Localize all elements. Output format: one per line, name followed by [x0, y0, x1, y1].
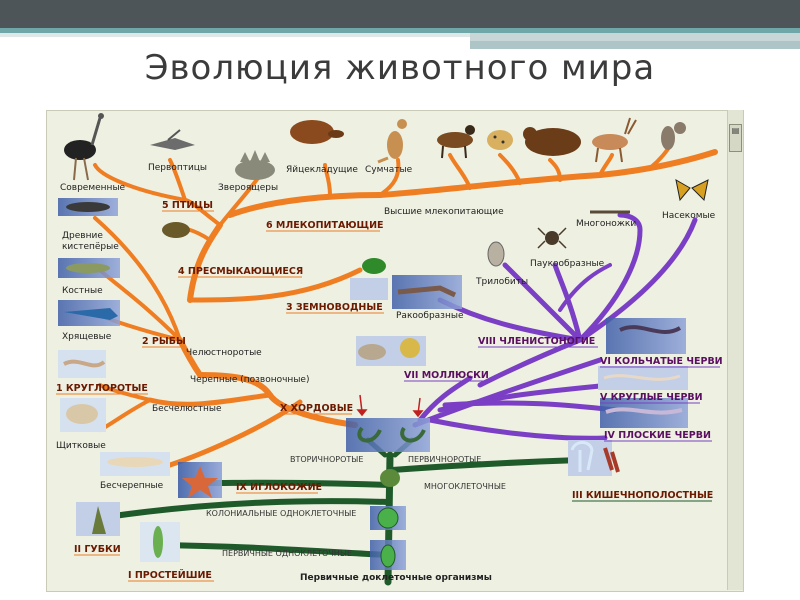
- dog-icon: [437, 125, 475, 159]
- label-trilobites: Трилобиты: [475, 277, 528, 287]
- group-sponges: II ГУБКИ: [74, 544, 121, 555]
- label-ancient-lobefin-1: Древние: [62, 231, 103, 241]
- bear-icon: [523, 127, 581, 156]
- kangaroo-icon: [377, 119, 407, 164]
- butterfly-icon: [675, 179, 709, 202]
- archaeopteryx-icon: [150, 129, 195, 150]
- group-underlines: [56, 210, 720, 582]
- header-accent-top: [470, 33, 800, 41]
- antelope-icon: [592, 117, 637, 163]
- label-jawless: Бесчелюстные: [152, 404, 222, 414]
- monkey-icon: [661, 122, 686, 150]
- bony-fish-icon: [66, 263, 110, 273]
- label-myriapods: Многоножки: [576, 219, 636, 229]
- label-marsupials: Сумчатые: [365, 165, 413, 175]
- label-multicellular: МНОГОКЛЕТОЧНЫЕ: [424, 482, 506, 491]
- scrollbar[interactable]: [727, 110, 743, 590]
- lobefin-fish-icon: [66, 202, 110, 212]
- label-higher-mammals: Высшие млекопитающие: [384, 207, 504, 217]
- group-birds: 5 ПТИЦЫ: [162, 200, 213, 211]
- slide-title: Эволюция животного мира: [144, 48, 656, 88]
- label-colonial: КОЛОНИАЛЬНЫЕ ОДНОКЛЕТОЧНЫЕ: [206, 509, 356, 518]
- crayfish-icon: [397, 285, 457, 298]
- starfish-icon: [182, 466, 218, 498]
- label-arachnids: Паукообразные: [530, 259, 605, 269]
- label-skullless: Бесчерепные: [100, 481, 164, 491]
- background-patches: [58, 198, 688, 570]
- frog-icon: [362, 258, 386, 274]
- group-cyclostomes: 1 КРУГЛОРОТЫЕ: [56, 383, 148, 394]
- label-crustaceans: Ракообразные: [396, 311, 464, 321]
- jellyfish-icon: [570, 441, 620, 473]
- label-ancient-lobefin-2: кистепёрые: [62, 242, 119, 252]
- label-protostomes: ПЕРВИЧНОРОТЫЕ: [408, 455, 481, 464]
- lamprey-icon: [63, 359, 106, 368]
- group-echinoderms: IX ИГЛОКОЖИЕ: [236, 482, 322, 493]
- snail-icon: [358, 338, 420, 360]
- label-precellular: Первичные доклеточные организмы: [300, 573, 492, 583]
- ostrich-icon: [64, 113, 104, 181]
- group-arthropods: VIII ЧЛЕНИСТОНОГИЕ: [478, 336, 595, 347]
- spider-icon: [537, 227, 567, 249]
- stegosaurus-icon: [235, 150, 275, 180]
- protozoa-icon: [153, 526, 163, 558]
- group-flatworms: IV ПЛОСКИЕ ЧЕРВИ: [604, 430, 711, 441]
- scroll-button[interactable]: ▤: [729, 124, 742, 152]
- group-protozoa: I ПРОСТЕЙШИЕ: [128, 569, 212, 581]
- platypus-icon: [290, 120, 344, 144]
- label-shield: Щитковые: [56, 441, 106, 451]
- header-bar: [0, 0, 800, 28]
- sponge-icon: [92, 506, 106, 534]
- group-mammals: 6 МЛЕКОПИТАЮЩИЕ: [266, 220, 384, 231]
- lancelet-icon: [107, 457, 163, 467]
- header-stripe-light: [0, 33, 470, 37]
- armored-fish-icon: [66, 404, 98, 424]
- group-amphibians: 3 ЗЕМНОВОДНЫЕ: [286, 302, 383, 313]
- label-dinosaurs: Звероящеры: [218, 183, 278, 193]
- group-reptiles: 4 ПРЕСМЫКАЮЩИЕСЯ: [178, 266, 303, 277]
- turtle-icon: [162, 222, 190, 238]
- label-modern: Современные: [60, 183, 126, 193]
- label-monotremes: Яйцекладущие: [286, 165, 358, 175]
- label-bony: Костные: [62, 286, 103, 296]
- label-jawed: Челюстноротые: [186, 348, 262, 358]
- arrows: [356, 394, 424, 418]
- group-coelenterates: III КИШЕЧНОПОЛОСТНЫЕ: [572, 490, 713, 501]
- group-annelids: VI КОЛЬЧАТЫЕ ЧЕРВИ: [600, 356, 723, 367]
- header-accent-bottom: [470, 41, 800, 49]
- cell-icons: [357, 426, 426, 568]
- header-stripe: [0, 28, 800, 33]
- label-insects: Насекомые: [662, 211, 716, 221]
- label-cranial: Черепные (позвоночные): [190, 375, 309, 385]
- label-first-birds: Первоптицы: [148, 163, 207, 173]
- group-fish: 2 РЫБЫ: [142, 336, 186, 347]
- trilobite-icon: [487, 241, 505, 267]
- group-roundworms: V КРУГЛЫЕ ЧЕРВИ: [600, 392, 703, 403]
- worm-icon: [603, 325, 683, 415]
- group-chordates: X ХОРДОВЫЕ: [280, 403, 353, 414]
- label-deuterostomes: ВТОРИЧНОРОТЫЕ: [290, 455, 363, 464]
- invertebrate-branches: [412, 212, 698, 441]
- cheetah-icon: [487, 130, 513, 150]
- label-cartilaginous: Хрящевые: [62, 332, 112, 342]
- shark-icon: [64, 308, 118, 320]
- label-primary-unicellular: ПЕРВИЧНЫЕ ОДНОКЛЕТОЧНЫЕ: [222, 549, 352, 558]
- group-molluscs: VII МОЛЛЮСКИ: [404, 370, 489, 381]
